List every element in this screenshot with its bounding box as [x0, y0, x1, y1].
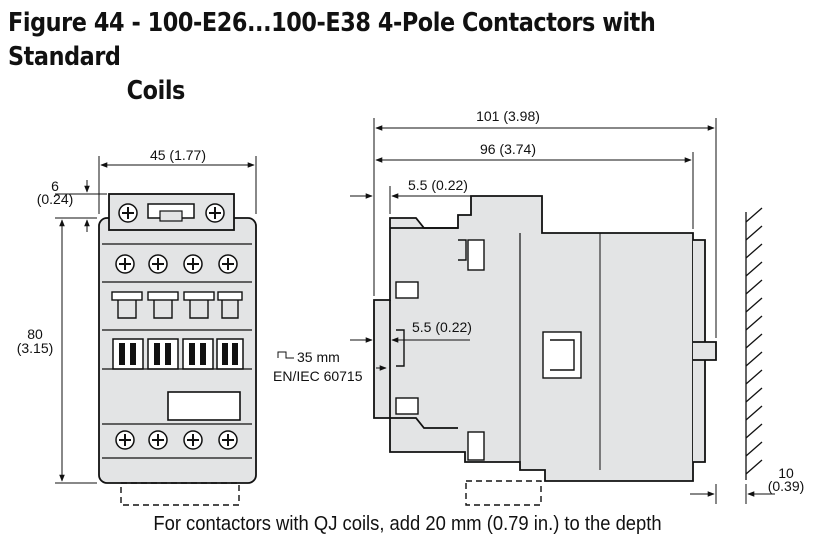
wall-gap-inch: (0.39) [768, 478, 805, 494]
front-top-offset-value: 6 [51, 178, 59, 194]
depth-label: 96 (3.74) [480, 141, 536, 157]
mounting-wall [745, 207, 763, 480]
footnote: For contactors with QJ coils, add 20 mm … [153, 513, 662, 535]
rail-standard-label: EN/IEC 60715 [273, 368, 363, 384]
front-height-value: 80 [27, 326, 43, 342]
front-view [98, 193, 257, 506]
front-top-offset-inch: (0.24) [37, 191, 74, 207]
rail-size-label: 35 mm [297, 349, 340, 365]
figure-title-line2: Coils [126, 76, 186, 106]
side-view-dimensions [277, 118, 775, 504]
wall-gap-value: 10 [778, 465, 794, 481]
rail-offset-label: 5.5 (0.22) [412, 319, 472, 335]
figure-title-line1: Figure 44 - 100-E26...100-E38 4-Pole Con… [8, 8, 656, 72]
top-offset-label: 5.5 (0.22) [408, 177, 468, 193]
front-height-inch: (3.15) [17, 340, 54, 356]
side-view [373, 195, 717, 506]
overall-depth-label: 101 (3.98) [476, 108, 540, 124]
front-width-label: 45 (1.77) [150, 147, 206, 163]
figure-title: Figure 44 - 100-E26...100-E38 4-Pole Con… [8, 6, 696, 108]
front-view-dimensions [55, 156, 257, 484]
